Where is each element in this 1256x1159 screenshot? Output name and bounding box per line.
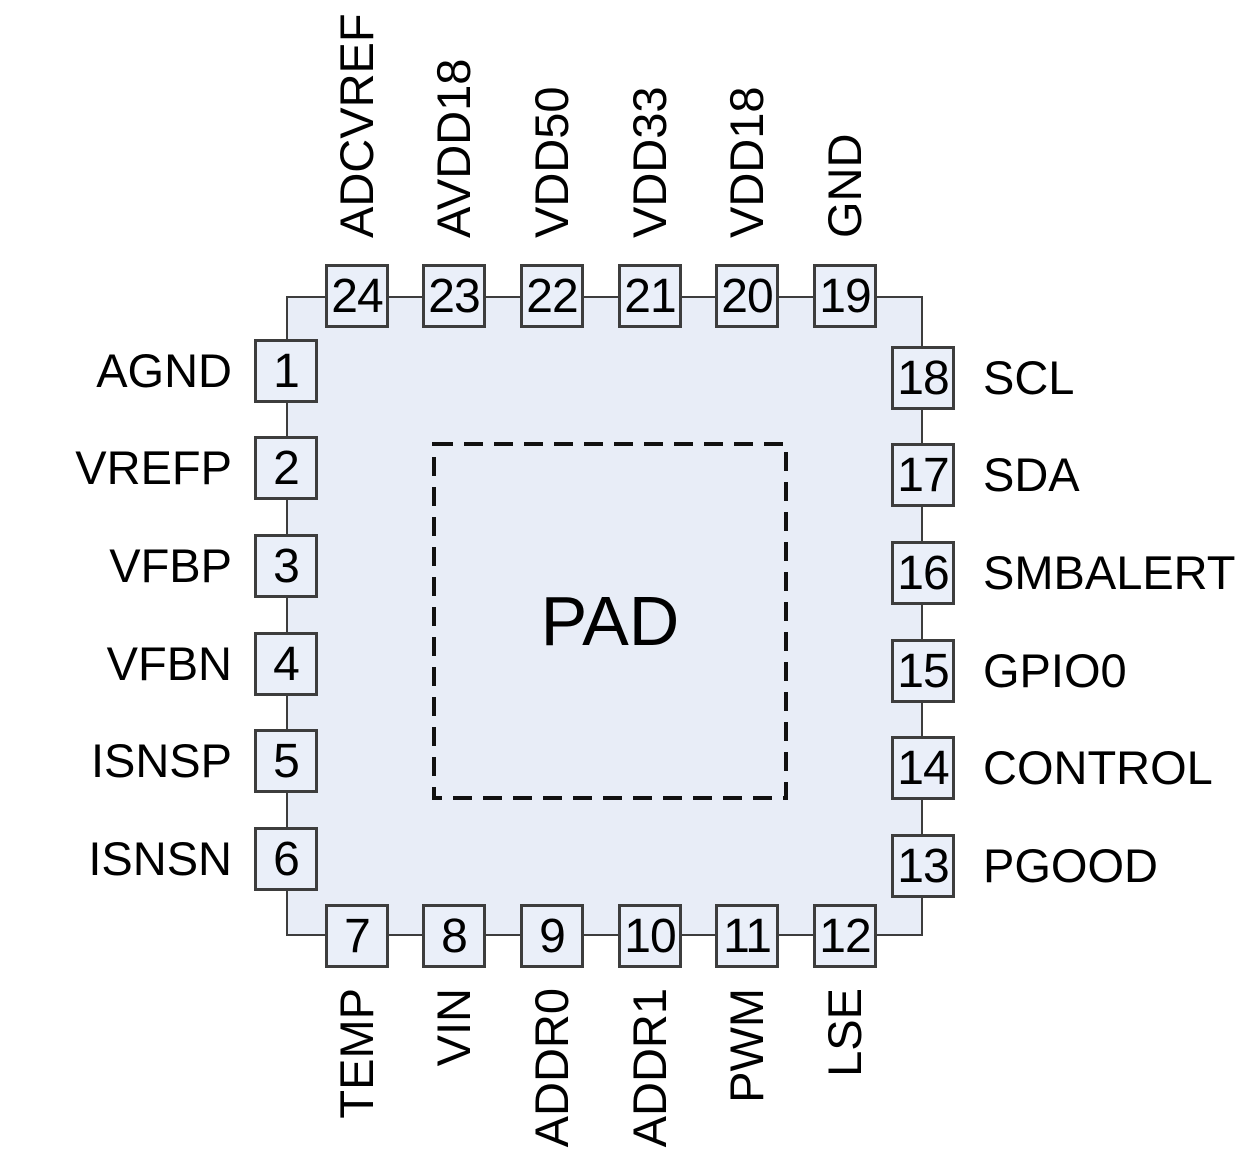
pin-22: 22	[520, 264, 584, 328]
pin-label-smbalert: SMBALERT	[983, 546, 1236, 599]
pin-7: 7	[325, 904, 389, 968]
pin-label-control: CONTROL	[983, 741, 1213, 794]
pin-20: 20	[715, 264, 779, 328]
pin-label-gnd: GND	[818, 133, 871, 238]
pin-11: 11	[715, 904, 779, 968]
pin-10: 10	[618, 904, 682, 968]
pin-label-vin: VIN	[427, 988, 480, 1067]
pin-label-vfbn: VFBN	[106, 637, 232, 690]
pin-label-vdd33: VDD33	[623, 86, 676, 238]
pin-21: 21	[618, 264, 682, 328]
pin-label-vdd18: VDD18	[720, 86, 773, 238]
pin-label-addr1: ADDR1	[623, 988, 676, 1148]
thermal-pad: PAD	[432, 442, 788, 800]
pin-label-vfbp: VFBP	[109, 539, 232, 592]
pin-16: 16	[891, 541, 955, 605]
pin-1: 1	[254, 339, 318, 403]
pin-3: 3	[254, 534, 318, 598]
pin-18: 18	[891, 346, 955, 410]
pin-13: 13	[891, 834, 955, 898]
pad-label: PAD	[540, 582, 680, 660]
pin-label-avdd18: AVDD18	[427, 58, 480, 238]
pin-12: 12	[813, 904, 877, 968]
pin-4: 4	[254, 632, 318, 696]
pin-label-isnsp: ISNSP	[90, 734, 232, 787]
pin-label-pwm: PWM	[720, 988, 773, 1103]
pin-14: 14	[891, 736, 955, 800]
thermal-pad-dashed-outline	[432, 442, 788, 800]
pin-label-sda: SDA	[983, 448, 1080, 501]
pin-9: 9	[520, 904, 584, 968]
pin-label-lse: LSE	[818, 988, 871, 1077]
pin-24: 24	[325, 264, 389, 328]
pin-label-vdd50: VDD50	[525, 86, 578, 238]
pin-label-isnsn: ISNSN	[88, 832, 232, 885]
pin-label-temp: TEMP	[330, 988, 383, 1119]
pin-23: 23	[422, 264, 486, 328]
pin-label-pgood: PGOOD	[983, 839, 1158, 892]
pin-17: 17	[891, 443, 955, 507]
pin-8: 8	[422, 904, 486, 968]
pin-label-agnd: AGND	[96, 344, 232, 397]
pin-label-adcvref: ADCVREF	[330, 13, 383, 238]
chip-body	[286, 296, 923, 936]
pin-2: 2	[254, 436, 318, 500]
pin-label-scl: SCL	[983, 351, 1075, 404]
pin-label-gpio0: GPIO0	[983, 644, 1127, 697]
pin-5: 5	[254, 729, 318, 793]
pin-label-vrefp: VREFP	[75, 441, 232, 494]
pin-label-addr0: ADDR0	[525, 988, 578, 1148]
pin-15: 15	[891, 639, 955, 703]
pin-19: 19	[813, 264, 877, 328]
pin-6: 6	[254, 827, 318, 891]
